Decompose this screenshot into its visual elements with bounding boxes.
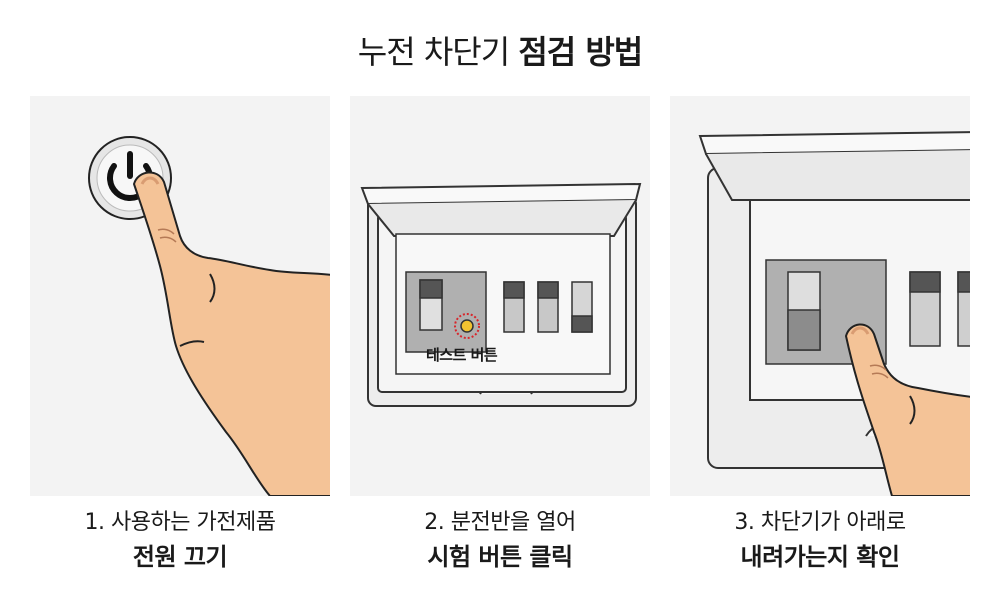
test-button-label: 테스트 버튼 — [426, 346, 498, 364]
step-1-action: 전원 끄기 — [132, 543, 228, 571]
step-2-action: 시험 버튼 클릭 — [427, 543, 573, 571]
step-2-instruction: 2. 분전반을 열어 — [424, 510, 576, 535]
breaker-panel-icon — [360, 182, 642, 407]
step-1-caption: 1. 사용하는 가전제품 전원 끄기 — [30, 508, 330, 574]
page-title-light: 누전 차단기 — [357, 33, 510, 71]
step-3-action: 내려가는지 확인 — [740, 543, 900, 571]
step-1-illustration — [30, 96, 330, 496]
breaker-zoom-illustration — [698, 131, 970, 496]
step-1-instruction: 1. 사용하는 가전제품 — [84, 510, 276, 535]
pointing-hand-icon — [845, 323, 970, 496]
page-title: 누전 차단기 점검 방법 — [0, 30, 1000, 74]
step-3-instruction: 3. 차단기가 아래로 — [734, 510, 906, 535]
power-off-illustration — [88, 136, 330, 496]
page-title-bold: 점검 방법 — [518, 33, 643, 71]
step-2-illustration: 테스트 버튼 — [350, 96, 650, 496]
step-3-illustration — [670, 96, 970, 496]
pointing-hand-icon — [133, 171, 330, 496]
test-button-icon — [454, 313, 480, 339]
step-2-caption: 2. 분전반을 열어 시험 버튼 클릭 — [350, 508, 650, 574]
step-3-caption: 3. 차단기가 아래로 내려가는지 확인 — [670, 508, 970, 574]
